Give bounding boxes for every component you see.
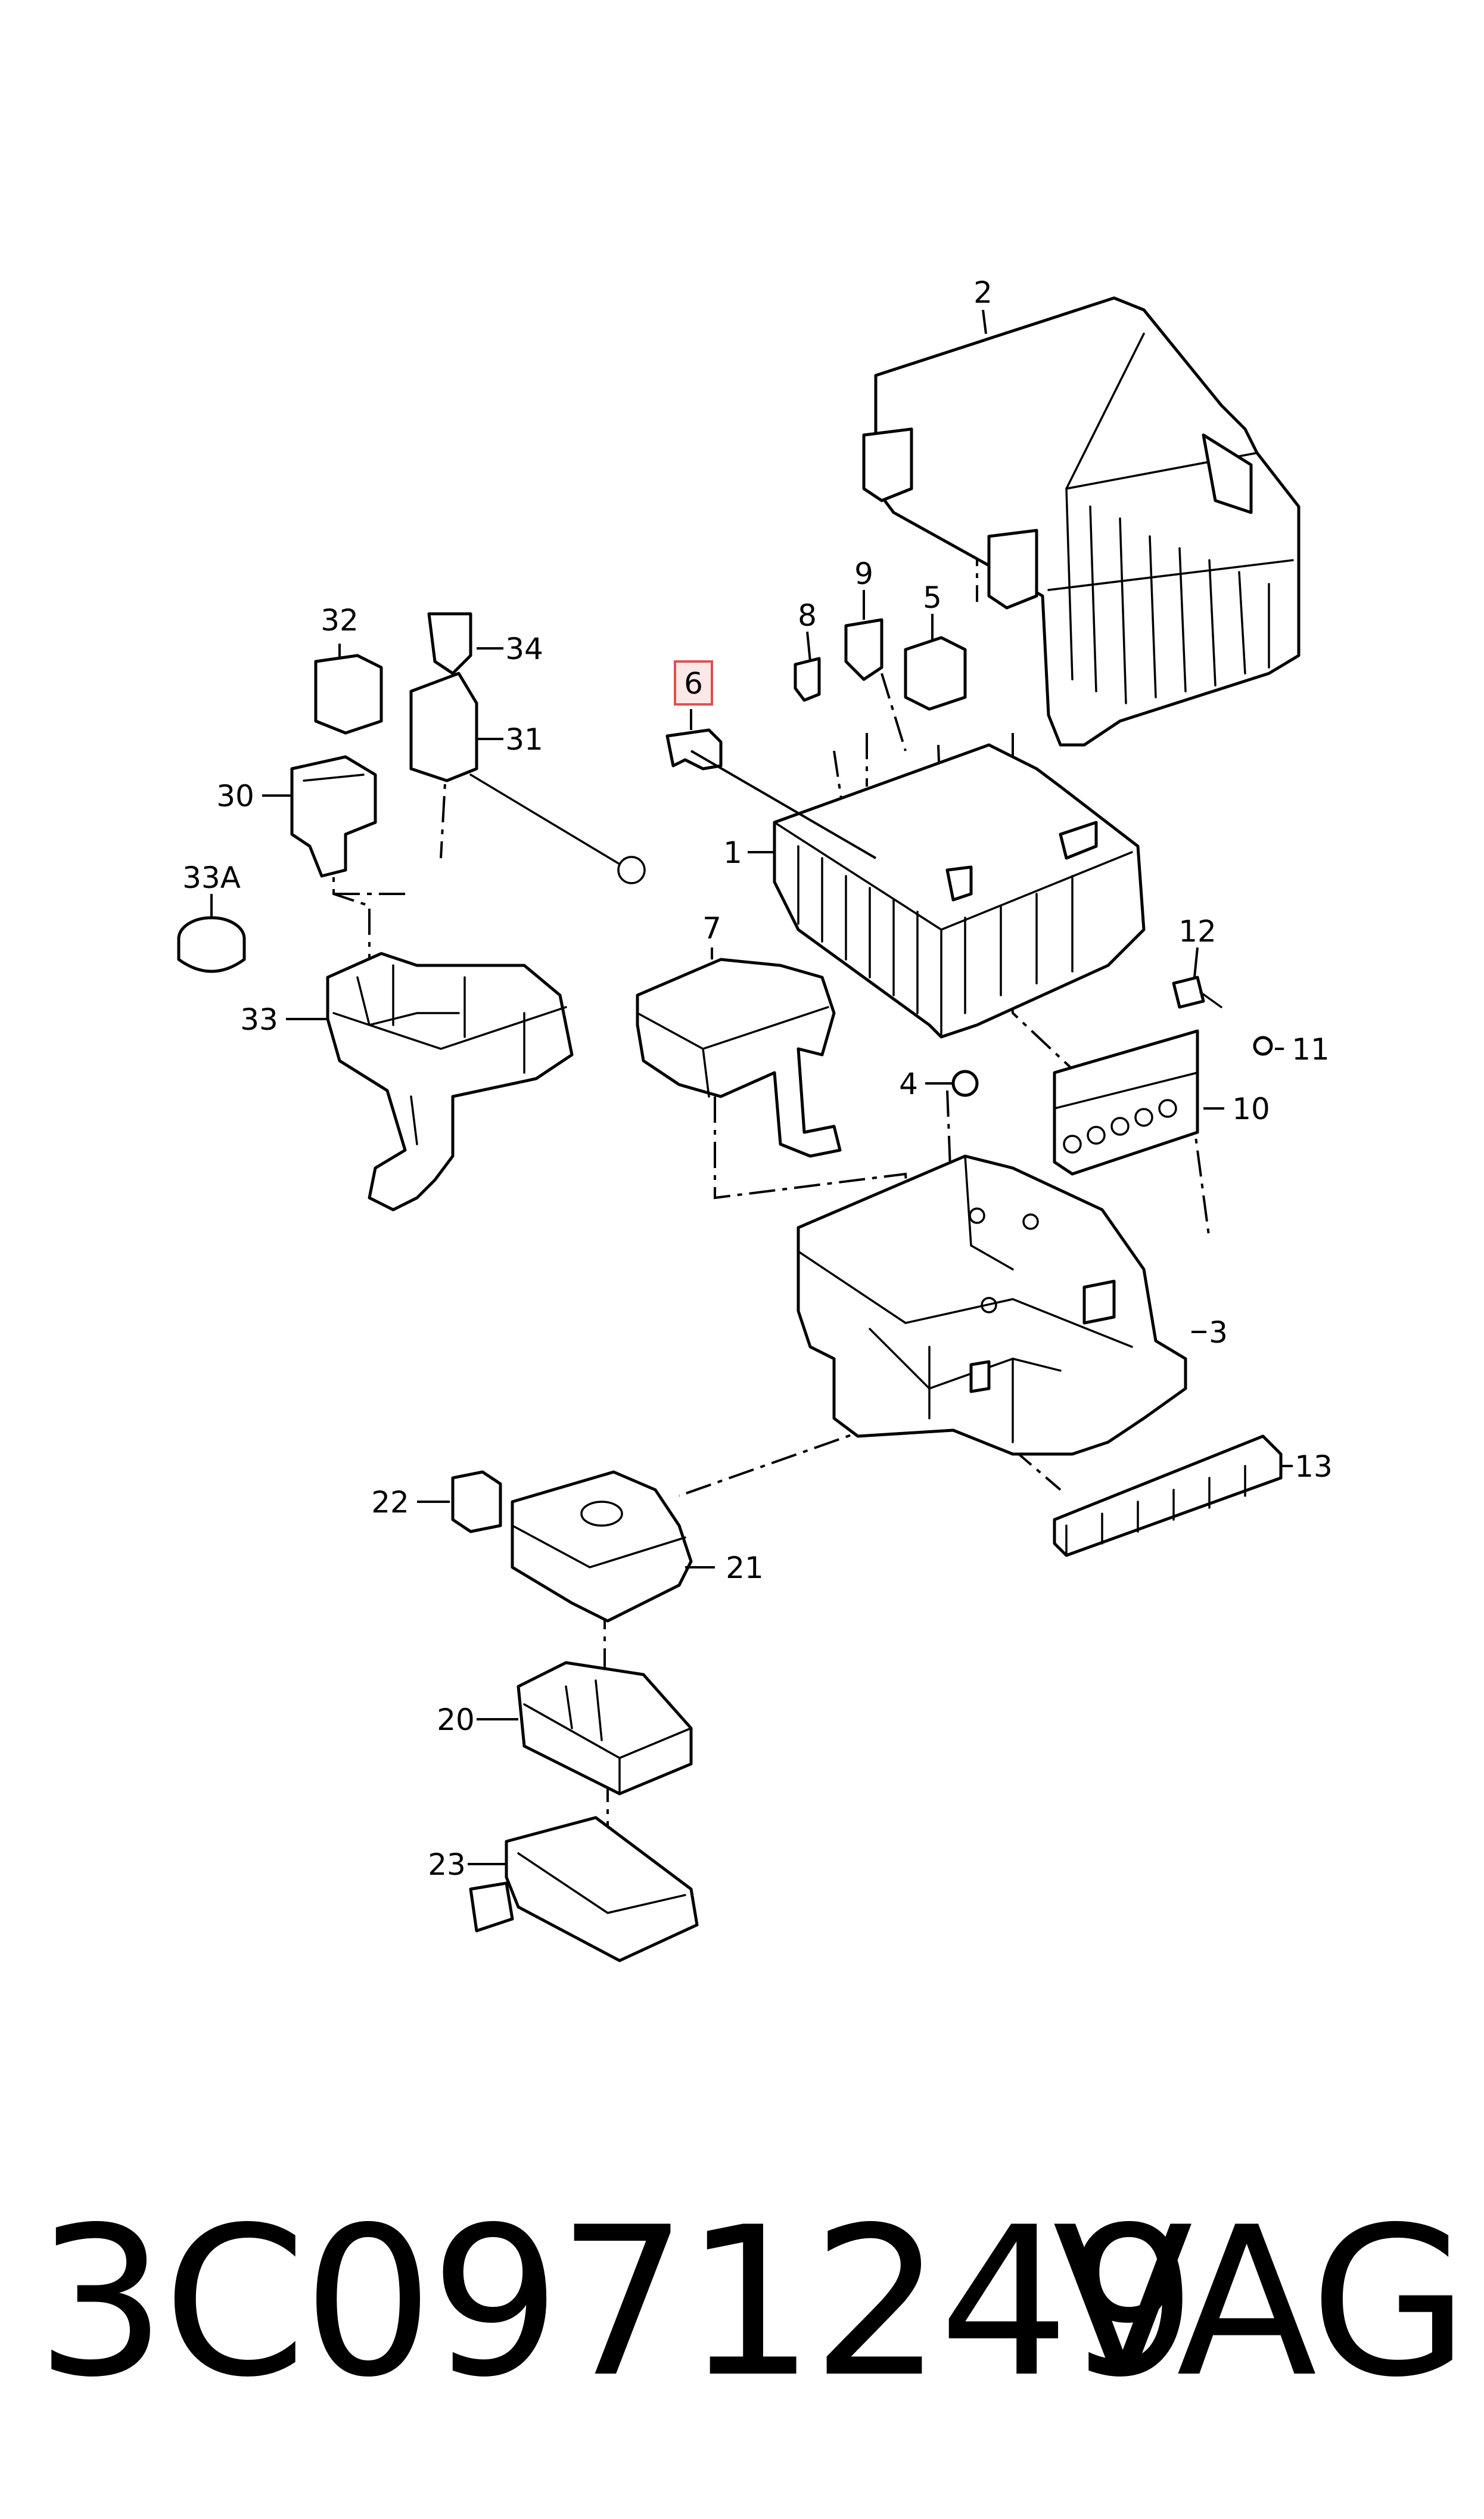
callout-3[interactable]: 3	[1209, 1315, 1228, 1350]
callout-8[interactable]: 8	[798, 598, 817, 633]
part-2-cover	[862, 296, 1301, 747]
part-8-fuse	[794, 657, 821, 702]
part-4-nut	[951, 1070, 979, 1097]
part-32-relay	[314, 654, 383, 735]
part-23-housing	[469, 1816, 699, 1962]
callout-32[interactable]: 32	[321, 603, 359, 638]
part-7-fuse-holder	[636, 958, 842, 1158]
callout-33[interactable]: 33	[240, 1002, 278, 1037]
callout-6[interactable]: 6	[684, 666, 703, 701]
part-1-relay-plate	[773, 743, 1146, 1039]
callout-4[interactable]: 4	[899, 1067, 918, 1101]
callout-22[interactable]: 22	[371, 1485, 409, 1520]
callout-10[interactable]: 10	[1232, 1092, 1270, 1126]
callout-labels: 6 2 1 8 9 5 7 4 12 11 10 3 13 21 22 20 2…	[182, 275, 1333, 1882]
callout-21[interactable]: 21	[726, 1551, 764, 1585]
part-number-footer: 3C0971249 VAG	[24, 2183, 1469, 2422]
part-13-terminal-strip	[1053, 1434, 1283, 1557]
part-number: 3C0971249	[36, 2183, 1197, 2422]
highlight-box	[674, 660, 713, 706]
leader-lines	[210, 309, 1293, 1865]
callout-11[interactable]: 11	[1292, 1032, 1330, 1067]
callout-23[interactable]: 23	[428, 1847, 466, 1882]
part-12-bolt	[1172, 976, 1222, 1009]
callout-5[interactable]: 5	[923, 580, 942, 615]
callout-2[interactable]: 2	[973, 275, 993, 310]
brand-name: VAG	[1052, 2183, 1469, 2422]
callout-12[interactable]: 12	[1178, 914, 1217, 949]
part-33-holder	[326, 952, 574, 1212]
part-10-terminal-strip	[1053, 1029, 1199, 1176]
part-31-cable-holder	[409, 672, 646, 884]
callout-1[interactable]: 1	[723, 835, 742, 870]
callout-31[interactable]: 31	[505, 722, 543, 757]
callout-7[interactable]: 7	[702, 911, 721, 946]
callout-13[interactable]: 13	[1295, 1449, 1333, 1484]
part-30-connector	[290, 755, 377, 878]
part-22-relay	[451, 1470, 502, 1533]
part-11-nut	[1253, 1036, 1273, 1056]
part-20-relay-holder	[517, 1661, 693, 1796]
callout-34[interactable]: 34	[505, 632, 543, 666]
part-9-fuse	[844, 618, 883, 681]
part-33a-grommet	[177, 916, 246, 973]
callout-30[interactable]: 30	[216, 779, 254, 813]
part-3-base-carrier	[797, 1154, 1187, 1456]
part-5-relay	[904, 636, 967, 711]
callout-9[interactable]: 9	[854, 557, 873, 591]
part-21-cover	[511, 1470, 693, 1623]
part-34-fuse	[427, 612, 472, 675]
callout-20[interactable]: 20	[437, 1703, 475, 1737]
callout-33a[interactable]: 33A	[182, 861, 241, 895]
